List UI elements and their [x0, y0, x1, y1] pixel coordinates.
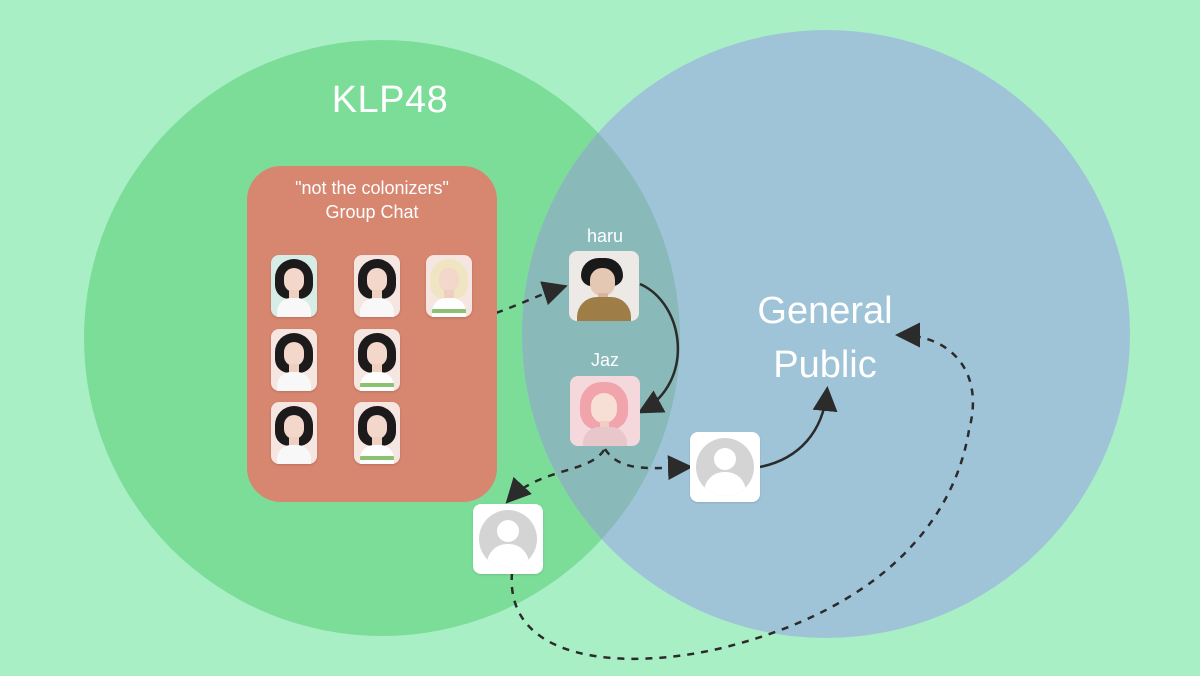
anonymous-user-background — [696, 438, 754, 496]
member-face — [284, 268, 304, 292]
general-public-circle — [522, 30, 1130, 638]
member-shirt — [360, 298, 394, 317]
dashed-loop-arrow-to-general-public — [510, 322, 975, 661]
general-public-label: General Public — [740, 284, 910, 392]
member-face — [367, 268, 387, 292]
member-face — [284, 415, 304, 439]
haru-body — [577, 297, 631, 321]
haru-face — [590, 268, 615, 296]
member-shirt — [277, 372, 311, 391]
general-public-label-line-1: General — [757, 290, 893, 332]
member-shirt — [360, 372, 394, 391]
anonymous-user-head — [714, 448, 736, 470]
member-photo-icon — [271, 402, 317, 464]
anonymous-user-body — [704, 472, 746, 496]
anonymous-user-background — [479, 510, 537, 568]
member-face — [439, 268, 459, 292]
anonymous-user-body — [487, 544, 529, 568]
group-chat-title: "not the colonizers" Group Chat — [247, 176, 497, 224]
member-shirt — [277, 298, 311, 317]
jaz-label: Jaz — [590, 350, 619, 370]
member-neck — [444, 290, 454, 300]
klp48-label: KLP48 — [331, 79, 449, 121]
group-chat-box: "not the colonizers" Group Chat — [247, 166, 497, 502]
member-face — [284, 342, 304, 366]
haru-photo-icon — [569, 251, 639, 321]
general-public-label-line-2: Public — [773, 344, 877, 386]
member-neck — [372, 290, 382, 300]
member-neck — [372, 364, 382, 374]
member-face — [367, 415, 387, 439]
member-photo-icon — [354, 255, 400, 317]
dashed-arrow-to-haru — [454, 281, 568, 321]
jaz-neck — [600, 421, 609, 429]
jaz-body — [583, 427, 627, 446]
solid-arrow-to-general-public — [759, 386, 838, 469]
anonymous-user-head — [497, 520, 519, 542]
solid-arrow-haru-to-jaz — [637, 282, 679, 414]
anonymous-user-icon — [473, 504, 543, 574]
member-shirt — [277, 445, 311, 464]
member-neck — [289, 364, 299, 374]
jaz-face — [591, 393, 617, 423]
member-shirt — [360, 445, 394, 464]
dashed-arrow-to-left-anon — [505, 449, 606, 504]
member-photo-icon — [271, 255, 317, 317]
haru-label: haru — [586, 226, 624, 246]
anonymous-user-icon — [690, 432, 760, 502]
member-neck — [289, 290, 299, 300]
member-neck — [372, 437, 382, 447]
member-face — [367, 342, 387, 366]
group-chat-title-line-1: "not the colonizers" — [295, 178, 449, 198]
jaz-photo-icon — [570, 376, 640, 446]
member-photo-icon — [354, 329, 400, 391]
member-photo-icon — [271, 329, 317, 391]
member-shirt — [432, 298, 466, 317]
member-photo-icon — [354, 402, 400, 464]
member-photo-icon — [426, 255, 472, 317]
member-neck — [289, 437, 299, 447]
group-chat-title-line-2: Group Chat — [325, 202, 419, 222]
